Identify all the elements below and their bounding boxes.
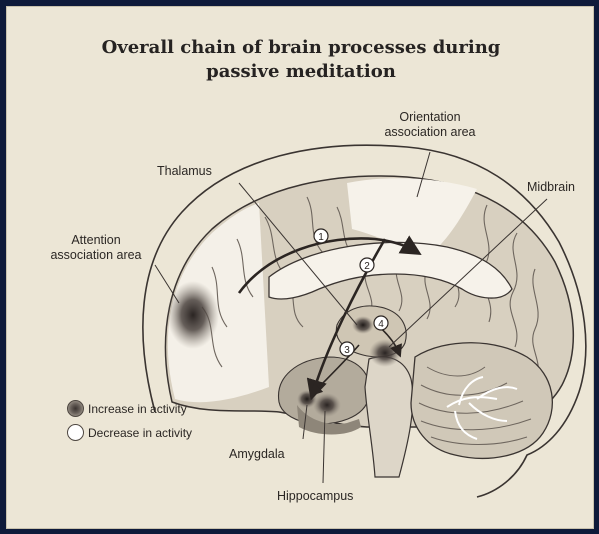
step-2-label: 2: [364, 261, 370, 272]
amygdala-label: Amygdala: [229, 447, 285, 462]
attention-label-line-2: association area: [21, 248, 171, 263]
hippocampus-activity: [313, 393, 341, 417]
brainstem: [365, 357, 413, 477]
step-1-label: 1: [318, 232, 324, 243]
step-3-label: 3: [344, 345, 350, 356]
step-1-marker: 1: [314, 229, 328, 243]
step-4-label: 4: [378, 319, 384, 330]
step-3-marker: 3: [340, 342, 354, 356]
cerebellum: [411, 343, 552, 459]
legend-decrease: Decrease in activity: [67, 424, 192, 441]
decrease-swatch-icon: [67, 424, 84, 441]
diagram-title-line-2: passive meditation: [7, 61, 594, 82]
increase-swatch-icon: [67, 400, 84, 417]
midbrain-label: Midbrain: [527, 180, 575, 195]
brain-diagram: 1 2 3 4: [7, 7, 594, 529]
thalamus-activity: [352, 316, 374, 334]
diagram-title-line-1: Overall chain of brain processes during: [7, 37, 594, 58]
midbrain-activity: [369, 339, 401, 367]
orientation-label-line-2: association area: [365, 125, 495, 140]
step-4-marker: 4: [374, 316, 388, 330]
attention-label-line-1: Attention: [21, 233, 171, 248]
attention-activity: [167, 281, 219, 349]
step-2-marker: 2: [360, 258, 374, 272]
legend-increase-label: Increase in activity: [88, 402, 187, 416]
thalamus-label: Thalamus: [157, 164, 212, 179]
legend-decrease-label: Decrease in activity: [88, 426, 192, 440]
orientation-label-line-1: Orientation: [365, 110, 495, 125]
legend-increase: Increase in activity: [67, 400, 187, 417]
diagram-frame: 1 2 3 4 Overall chain of brain processes…: [6, 6, 594, 529]
hippocampus-label: Hippocampus: [277, 489, 353, 504]
